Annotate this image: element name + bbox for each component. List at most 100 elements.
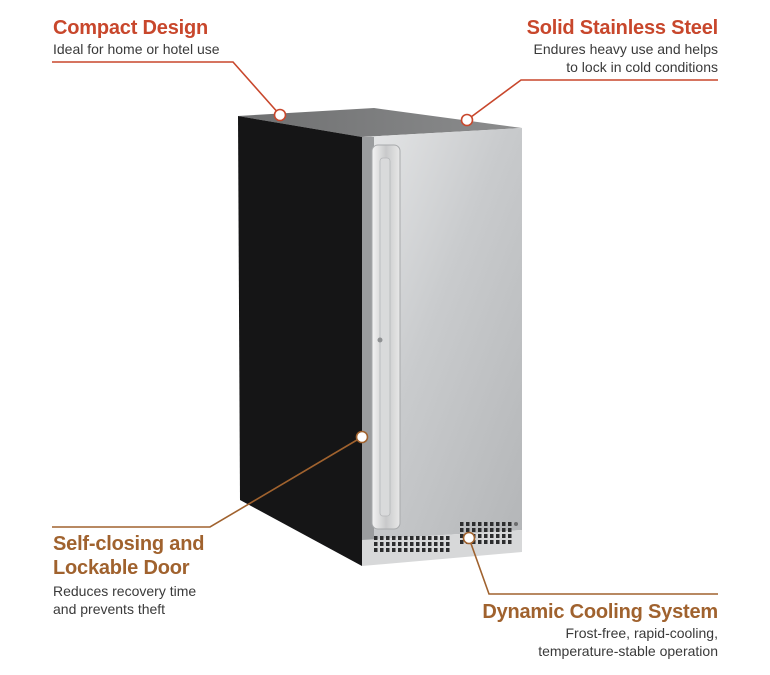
feature-description: Frost-free, rapid-cooling, (565, 625, 718, 641)
vent-slot (404, 536, 408, 540)
feature-title: Solid Stainless Steel (526, 17, 719, 39)
vent-slot (422, 548, 426, 552)
vent-slot (386, 542, 390, 546)
appliance-door (362, 128, 522, 540)
vent-slot (490, 534, 494, 538)
handle-inner (379, 157, 391, 517)
vent-slot (386, 536, 390, 540)
leader-line-steel (466, 79, 718, 121)
vent-slot (434, 548, 438, 552)
vent-slot (478, 522, 482, 526)
vent-slot (404, 542, 408, 546)
vent-slot (434, 536, 438, 540)
callout-cooling-system: Dynamic Cooling System Frost-free, rapid… (482, 600, 718, 660)
vent-slot (484, 534, 488, 538)
leader-lines (52, 61, 718, 595)
vent-slot (446, 536, 450, 540)
vent-slot (460, 528, 464, 532)
vent-slot (440, 548, 444, 552)
callout-stainless-steel: Solid Stainless Steel Endures heavy use … (526, 16, 719, 76)
feature-title: Lockable Door (53, 557, 190, 579)
leader-line-compact (52, 61, 281, 116)
screw-icon (514, 522, 518, 526)
vent-slot (490, 528, 494, 532)
vent-slot (478, 528, 482, 532)
vent-slot (478, 540, 482, 544)
vent-slot (466, 528, 470, 532)
feature-description: to lock in cold conditions (566, 59, 718, 75)
vent-slot (466, 522, 470, 526)
vent-slot (446, 548, 450, 552)
callout-compact-design: Compact Design Ideal for home or hotel u… (53, 16, 220, 58)
vent-slot (460, 534, 464, 538)
vent-slot (380, 536, 384, 540)
lock-icon (377, 337, 383, 343)
marker-compact (273, 108, 287, 122)
vent-slot (472, 528, 476, 532)
vent-slot (460, 522, 464, 526)
vent-slot (460, 540, 464, 544)
vent-slot (508, 522, 512, 526)
vent-slot (386, 548, 390, 552)
vent-slot (380, 542, 384, 546)
vent-slot (478, 534, 482, 538)
vent-slot (410, 536, 414, 540)
vent-slot (416, 536, 420, 540)
vent-slot (416, 542, 420, 546)
vent-slot (410, 548, 414, 552)
vent-slot (392, 542, 396, 546)
vent-slot (502, 540, 506, 544)
appliance-top (238, 108, 522, 137)
leader-line-cooling (468, 537, 718, 595)
marker-cooling (462, 531, 476, 545)
vent-slot (496, 528, 500, 532)
vent-slot (472, 522, 476, 526)
callout-lockable-door: Self-closing and Lockable Door Reduces r… (53, 532, 204, 618)
vent-slot (484, 528, 488, 532)
vent-slot (496, 540, 500, 544)
vent-slot (380, 548, 384, 552)
vent-slot (440, 542, 444, 546)
feature-title: Compact Design (53, 17, 209, 39)
feature-description: Reduces recovery time (53, 583, 197, 599)
vent-slot (490, 540, 494, 544)
vent-slot (502, 522, 506, 526)
vent-slot (446, 542, 450, 546)
vent-slot (484, 522, 488, 526)
feature-title: Self-closing and (53, 533, 205, 555)
vent-slot (392, 548, 396, 552)
vent-slot (428, 536, 432, 540)
vent-slot (422, 542, 426, 546)
marker-door (355, 430, 369, 444)
vent-slot (502, 528, 506, 532)
vent-slot (434, 542, 438, 546)
vent-slot (428, 548, 432, 552)
vent-slot (508, 534, 512, 538)
vent-slot (398, 536, 402, 540)
feature-title: Dynamic Cooling System (482, 601, 718, 623)
feature-description: and prevents theft (53, 601, 166, 617)
vent-slot (374, 548, 378, 552)
vent-slot (392, 536, 396, 540)
vent-slot (422, 536, 426, 540)
vent-slot (440, 536, 444, 540)
vent-slot (404, 548, 408, 552)
vent-slot (490, 522, 494, 526)
marker-steel (460, 113, 474, 127)
vent-slot (496, 534, 500, 538)
feature-description: Endures heavy use and helps (533, 41, 718, 57)
vent-slot (428, 542, 432, 546)
ice-maker-appliance-icon (238, 108, 522, 566)
vent-slot (374, 536, 378, 540)
vent-slot (398, 548, 402, 552)
vent-slot (484, 540, 488, 544)
vent-slot (508, 540, 512, 544)
vent-slot (398, 542, 402, 546)
feature-description: temperature-stable operation (538, 643, 718, 659)
vent-slot (416, 548, 420, 552)
vent-slot (374, 542, 378, 546)
vent-slot (410, 542, 414, 546)
vent-slot (496, 522, 500, 526)
leader-line-door (52, 436, 363, 528)
